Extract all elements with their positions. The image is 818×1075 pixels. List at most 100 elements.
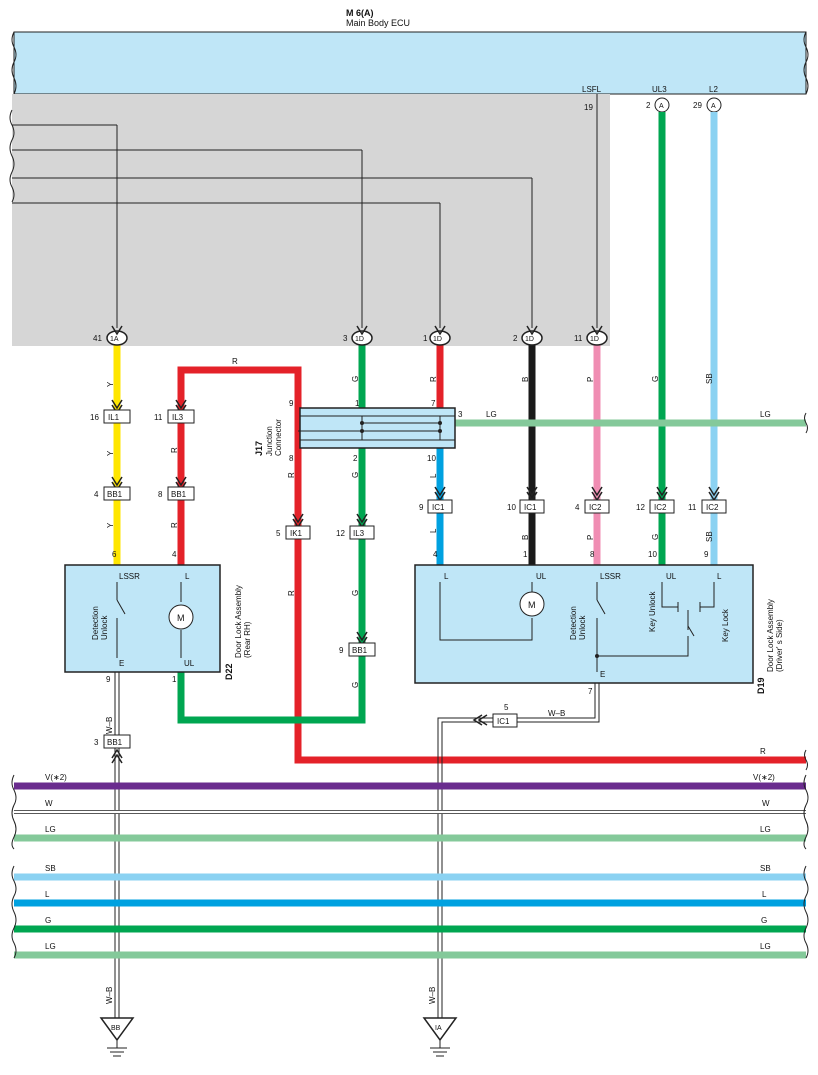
connector-il1: [103, 409, 131, 424]
ecu-bottom-pins: 1A 41 1D 3 1D 1 1D 2 1D 11: [93, 330, 608, 346]
connector-ic1-ground: [492, 713, 518, 728]
svg-text:L: L: [444, 572, 449, 581]
svg-text:M: M: [177, 613, 185, 623]
j17-name-2: Connector: [274, 419, 283, 456]
svg-text:W: W: [45, 799, 53, 808]
svg-text:BB1: BB1: [107, 490, 123, 499]
svg-text:8: 8: [590, 550, 595, 559]
svg-text:D19: D19: [756, 677, 766, 694]
svg-text:5: 5: [276, 529, 281, 538]
svg-text:IC2: IC2: [706, 503, 719, 512]
svg-text:R: R: [287, 472, 296, 478]
svg-text:11: 11: [574, 334, 583, 343]
svg-text:IL3: IL3: [172, 413, 184, 422]
svg-text:IC1: IC1: [497, 717, 510, 726]
svg-text:G: G: [651, 534, 660, 540]
svg-text:R: R: [232, 357, 238, 366]
svg-text:W–B: W–B: [548, 709, 565, 718]
svg-text:(Driver' s Side): (Driver' s Side): [775, 619, 784, 672]
pin-1d-1: [429, 330, 451, 346]
connector-bb1-a: [103, 486, 131, 501]
ecu-right-break: [803, 31, 809, 95]
pin-ul3-label: UL3: [652, 85, 667, 94]
svg-text:Door Lock Assembly: Door Lock Assembly: [234, 585, 243, 658]
svg-text:41: 41: [93, 334, 102, 343]
svg-text:LSSR: LSSR: [600, 572, 621, 581]
pin-ul3-conn: A: [659, 103, 664, 110]
pin-1a-41: [106, 330, 128, 346]
svg-text:11: 11: [154, 413, 163, 422]
ecu-code: M 6(A): [346, 8, 374, 18]
svg-text:12: 12: [336, 529, 345, 538]
svg-text:E: E: [600, 670, 605, 679]
connector-ik1: [285, 525, 311, 540]
svg-text:P: P: [586, 377, 595, 382]
svg-text:SB: SB: [705, 373, 714, 384]
pin-1d-11: [586, 330, 608, 346]
svg-text:IK1: IK1: [290, 529, 303, 538]
svg-text:G: G: [351, 472, 360, 478]
svg-text:LG: LG: [45, 825, 56, 834]
svg-text:BB1: BB1: [107, 738, 123, 747]
svg-text:G: G: [351, 376, 360, 382]
svg-text:LG: LG: [760, 410, 771, 419]
svg-text:7: 7: [431, 399, 436, 408]
svg-text:IC2: IC2: [589, 503, 602, 512]
connector-ic2-sb: [701, 499, 727, 514]
connector-il3-upper: [167, 409, 195, 424]
svg-text:G: G: [351, 590, 360, 596]
d22-motor-icon: [168, 604, 194, 630]
svg-text:L: L: [717, 572, 722, 581]
connector-il3-lower: [349, 525, 375, 540]
svg-text:UL: UL: [536, 572, 547, 581]
svg-text:G: G: [45, 916, 51, 925]
svg-text:4: 4: [575, 503, 580, 512]
svg-text:B: B: [521, 535, 530, 540]
svg-text:UL: UL: [666, 572, 677, 581]
inline-connectors: IL1 16 IL3 11 BB1 4 BB1 8 IK1 5 IL3 12: [90, 325, 727, 657]
door-lock-assembly-d19: 4 1 8 10 9 L UL LSSR UL L M Unlock Detec…: [414, 550, 784, 696]
svg-text:1D: 1D: [525, 336, 534, 343]
svg-text:IC1: IC1: [524, 503, 537, 512]
connector-bb1-d: [103, 734, 131, 749]
svg-text:V(∗2): V(∗2): [753, 773, 775, 782]
ecu-name: Main Body ECU: [346, 18, 410, 28]
svg-text:LG: LG: [760, 825, 771, 834]
connector-bb1-c: [348, 642, 376, 657]
svg-text:11: 11: [688, 503, 697, 512]
svg-text:9: 9: [106, 675, 111, 684]
svg-text:L: L: [45, 890, 50, 899]
j17-code: J17: [254, 441, 264, 456]
svg-text:7: 7: [588, 687, 593, 696]
svg-text:L: L: [185, 572, 190, 581]
svg-text:1D: 1D: [433, 336, 442, 343]
pin-1d-3: [351, 330, 373, 346]
svg-text:1D: 1D: [590, 336, 599, 343]
svg-text:B: B: [521, 377, 530, 382]
pin-lsfl-num: 19: [584, 103, 593, 112]
svg-text:E: E: [119, 659, 124, 668]
connector-ic2-p: [584, 499, 610, 514]
connector-ic2-g: [649, 499, 675, 514]
svg-text:BB: BB: [111, 1025, 121, 1032]
svg-text:(Rear RH): (Rear RH): [243, 621, 252, 658]
svg-text:2: 2: [513, 334, 518, 343]
bus-lines: V(∗2) V(∗2) W W LG LG SB SB L L G G LG L…: [11, 773, 809, 959]
j17-name-1: Junction: [265, 426, 274, 456]
svg-text:R: R: [287, 590, 296, 596]
pin-l2-num: 29: [693, 101, 702, 110]
connector-ic1-l: [427, 499, 453, 514]
svg-text:9: 9: [289, 399, 294, 408]
svg-text:Door Lock Assembly: Door Lock Assembly: [766, 599, 775, 672]
svg-text:LSSR: LSSR: [119, 572, 140, 581]
svg-text:4: 4: [433, 550, 438, 559]
svg-text:Detection: Detection: [91, 606, 100, 640]
svg-text:SB: SB: [760, 864, 771, 873]
ground-ia: IA: [422, 1017, 458, 1057]
pin-l2-label: L2: [709, 85, 718, 94]
svg-text:1: 1: [172, 675, 177, 684]
svg-text:SB: SB: [45, 864, 56, 873]
ecu-left-break: [11, 31, 17, 95]
svg-text:Key Lock: Key Lock: [721, 608, 730, 642]
